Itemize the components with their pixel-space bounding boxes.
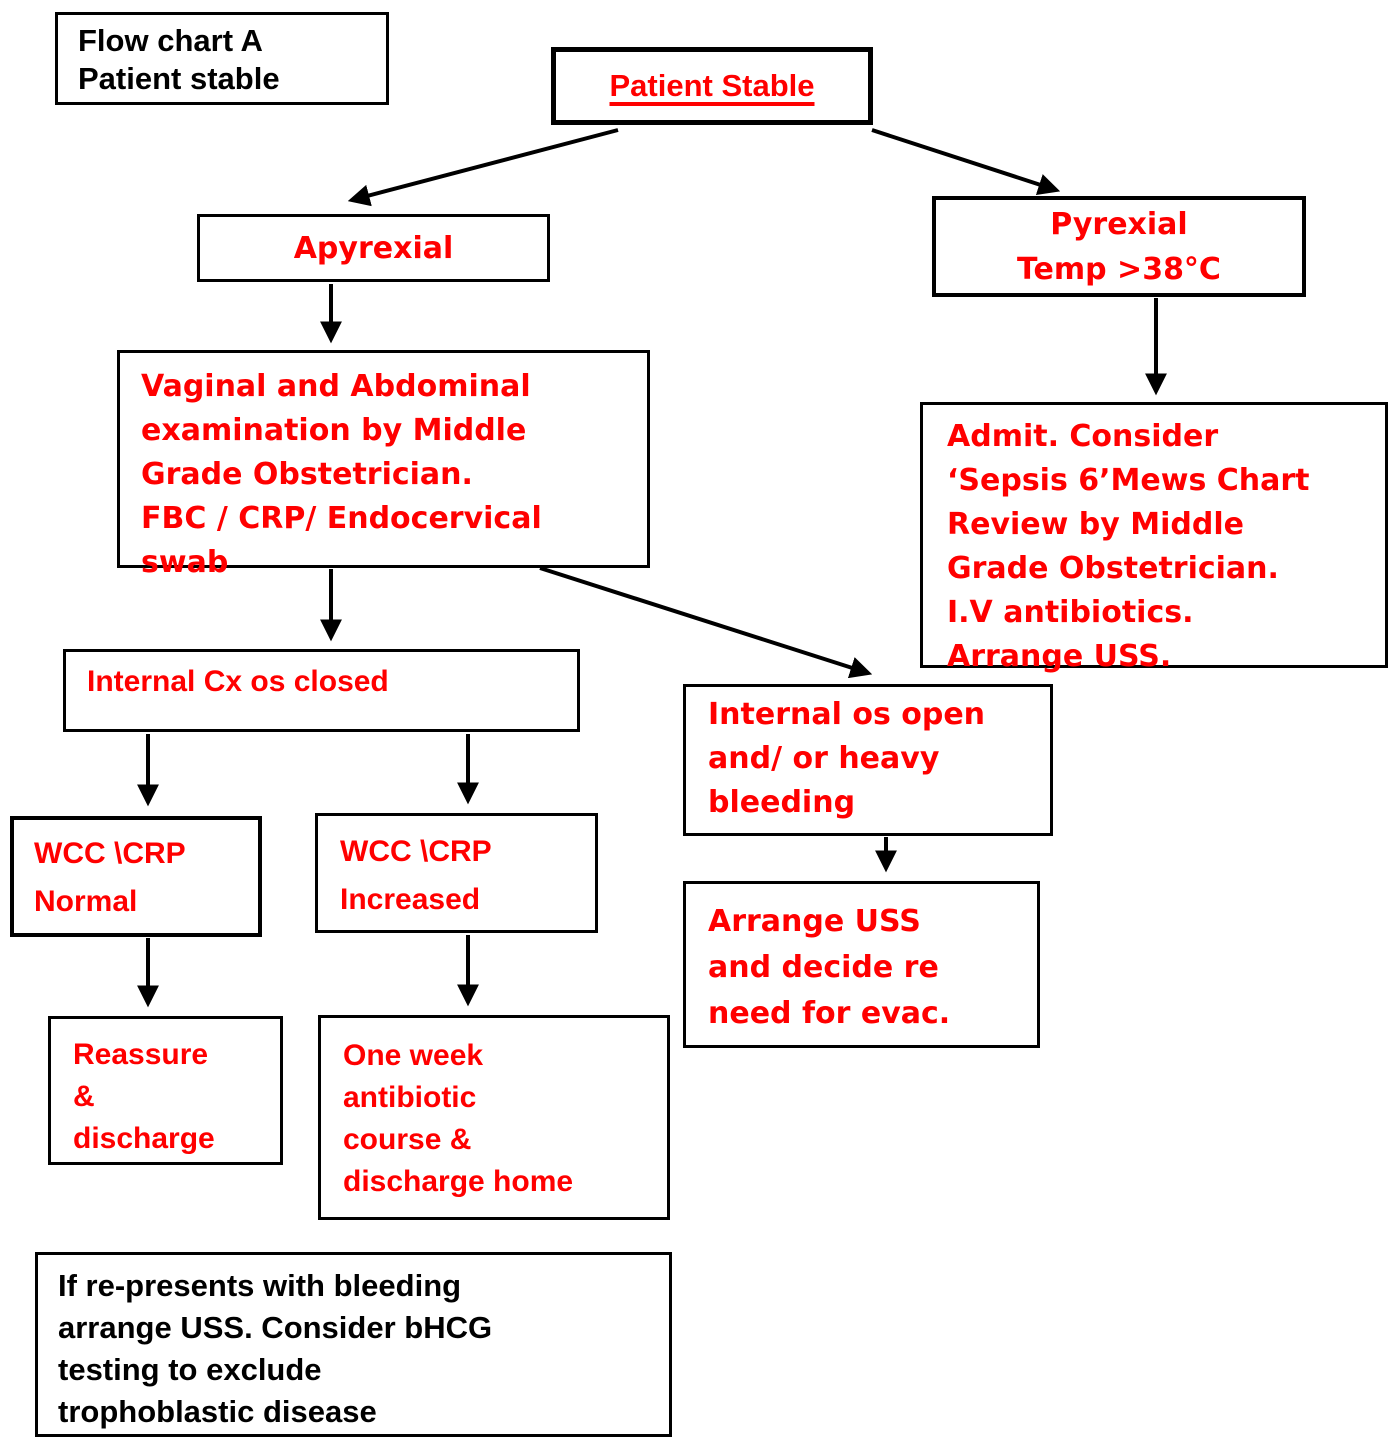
node-pyrexial: Pyrexial Temp >38°C (932, 196, 1306, 297)
node-represent-note: If re-presents with bleeding arrange USS… (35, 1252, 672, 1437)
admit-text: Admit. Consider ‘Sepsis 6’Mews Chart Rev… (947, 419, 1310, 674)
node-patient-stable: Patient Stable (551, 47, 873, 125)
flow-chart-title-text: Flow chart A Patient stable (78, 23, 280, 96)
node-admit: Admit. Consider ‘Sepsis 6’Mews Chart Rev… (920, 402, 1388, 674)
node-apyrexial: Apyrexial (197, 214, 550, 282)
represent-note-text: If re-presents with bleeding arrange USS… (58, 1268, 493, 1429)
node-arrange-uss: Arrange USS and decide re need for evac. (683, 881, 1040, 1048)
node-wcc-crp-increased: WCC \CRP Increased (315, 813, 598, 933)
node-examination: Vaginal and Abdominal examination by Mid… (117, 350, 650, 580)
internal-cx-closed-text: Internal Cx os closed (87, 665, 389, 698)
node-reassure-discharge: Reassure & discharge (48, 1016, 283, 1165)
patient-stable-text: Patient Stable (609, 68, 815, 103)
node-internal-cx-closed: Internal Cx os closed (63, 649, 580, 732)
wcc-crp-normal-text: WCC \CRP Normal (34, 837, 186, 918)
arrow-patient-stable-to-pyrexial (871, 128, 1061, 196)
node-flow-chart-title: Flow chart A Patient stable (55, 12, 389, 105)
arrow-patient-stable-to-apyrexial (347, 128, 619, 207)
examination-text: Vaginal and Abdominal examination by Mid… (141, 369, 542, 580)
wcc-crp-increased-text: WCC \CRP Increased (340, 835, 492, 916)
one-week-antibiotic-text: One week antibiotic course & discharge h… (343, 1039, 574, 1198)
apyrexial-text: Apyrexial (293, 230, 454, 266)
node-one-week-antibiotic: One week antibiotic course & discharge h… (318, 1015, 670, 1220)
internal-os-open-text: Internal os open and/ or heavy bleeding (708, 697, 986, 820)
node-internal-os-open: Internal os open and/ or heavy bleeding (683, 684, 1053, 836)
pyrexial-text: Pyrexial Temp >38°C (1017, 206, 1221, 287)
node-wcc-crp-normal: WCC \CRP Normal (10, 816, 262, 937)
arrange-uss-text: Arrange USS and decide re need for evac. (708, 904, 951, 1031)
reassure-discharge-text: Reassure & discharge (73, 1038, 215, 1155)
